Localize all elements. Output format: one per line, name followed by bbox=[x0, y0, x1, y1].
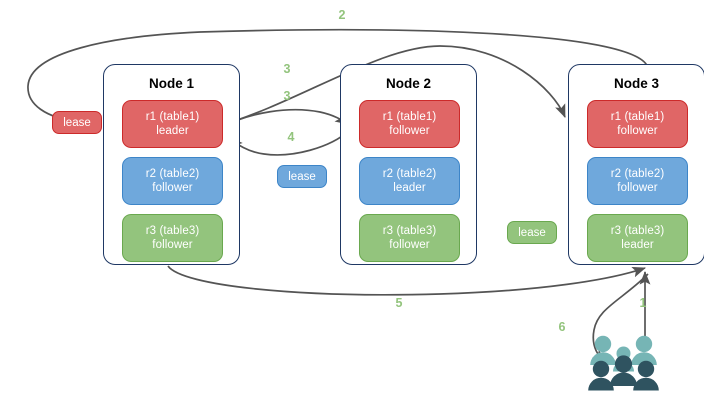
lease-box-r3[interactable]: lease bbox=[507, 221, 557, 244]
replica-node3-r2[interactable]: r2 (table2) follower bbox=[587, 157, 688, 205]
node-container-node2[interactable]: Node 2 r1 (table1) follower r2 (table2) … bbox=[340, 64, 477, 265]
replica-role: follower bbox=[389, 125, 430, 137]
replica-name: r3 (table3) bbox=[610, 225, 665, 237]
replica-node1-r3[interactable]: r3 (table3) follower bbox=[122, 214, 223, 262]
replica-role: leader bbox=[621, 239, 654, 251]
node-title-node2: Node 2 bbox=[385, 76, 431, 91]
replica-name: r1 (table1) bbox=[145, 111, 200, 123]
replica-node2-r2[interactable]: r2 (table2) leader bbox=[359, 157, 460, 205]
replica-role: follower bbox=[617, 125, 658, 137]
replica-name: r1 (table1) bbox=[382, 111, 437, 123]
replica-node3-r3[interactable]: r3 (table3) leader bbox=[587, 214, 688, 262]
step-label-3-upper: 3 bbox=[283, 62, 291, 76]
replica-node3-r1[interactable]: r1 (table1) follower bbox=[587, 100, 688, 148]
replica-name: r1 (table1) bbox=[610, 111, 665, 123]
replica-role: follower bbox=[389, 239, 430, 251]
replica-role: follower bbox=[152, 239, 193, 251]
replica-role: leader bbox=[393, 182, 426, 194]
replica-node1-r1[interactable]: r1 (table1) leader bbox=[122, 100, 223, 148]
step-label-2: 2 bbox=[338, 8, 346, 22]
node-title-node3: Node 3 bbox=[613, 76, 659, 91]
replica-name: r2 (table2) bbox=[145, 168, 200, 180]
replica-node2-r3[interactable]: r3 (table3) follower bbox=[359, 214, 460, 262]
edge-step-5 bbox=[167, 265, 646, 296]
users-group-icon bbox=[588, 335, 659, 391]
lease-box-r2[interactable]: lease bbox=[277, 165, 327, 188]
edge-step-2 bbox=[27, 28, 649, 126]
step-label-4: 4 bbox=[287, 130, 295, 144]
step-label-3-lower: 3 bbox=[283, 89, 291, 103]
node-container-node3[interactable]: Node 3 r1 (table1) follower r2 (table2) … bbox=[568, 64, 704, 265]
replica-name: r2 (table2) bbox=[382, 168, 437, 180]
replica-role: leader bbox=[156, 125, 189, 137]
step-label-1: 1 bbox=[639, 296, 647, 310]
step-label-6: 6 bbox=[558, 320, 566, 334]
replica-role: follower bbox=[152, 182, 193, 194]
replica-role: follower bbox=[617, 182, 658, 194]
lease-box-r1[interactable]: lease bbox=[52, 111, 102, 134]
replica-name: r3 (table3) bbox=[145, 225, 200, 237]
replica-node1-r2[interactable]: r2 (table2) follower bbox=[122, 157, 223, 205]
replica-name: r2 (table2) bbox=[610, 168, 665, 180]
node-container-node1[interactable]: Node 1 r1 (table1) leader r2 (table2) fo… bbox=[103, 64, 240, 265]
node-title-node1: Node 1 bbox=[148, 76, 194, 91]
edge-step-3-to-node3 bbox=[218, 45, 566, 127]
replica-node2-r1[interactable]: r1 (table1) follower bbox=[359, 100, 460, 148]
replica-name: r3 (table3) bbox=[382, 225, 437, 237]
step-label-5: 5 bbox=[395, 296, 403, 310]
